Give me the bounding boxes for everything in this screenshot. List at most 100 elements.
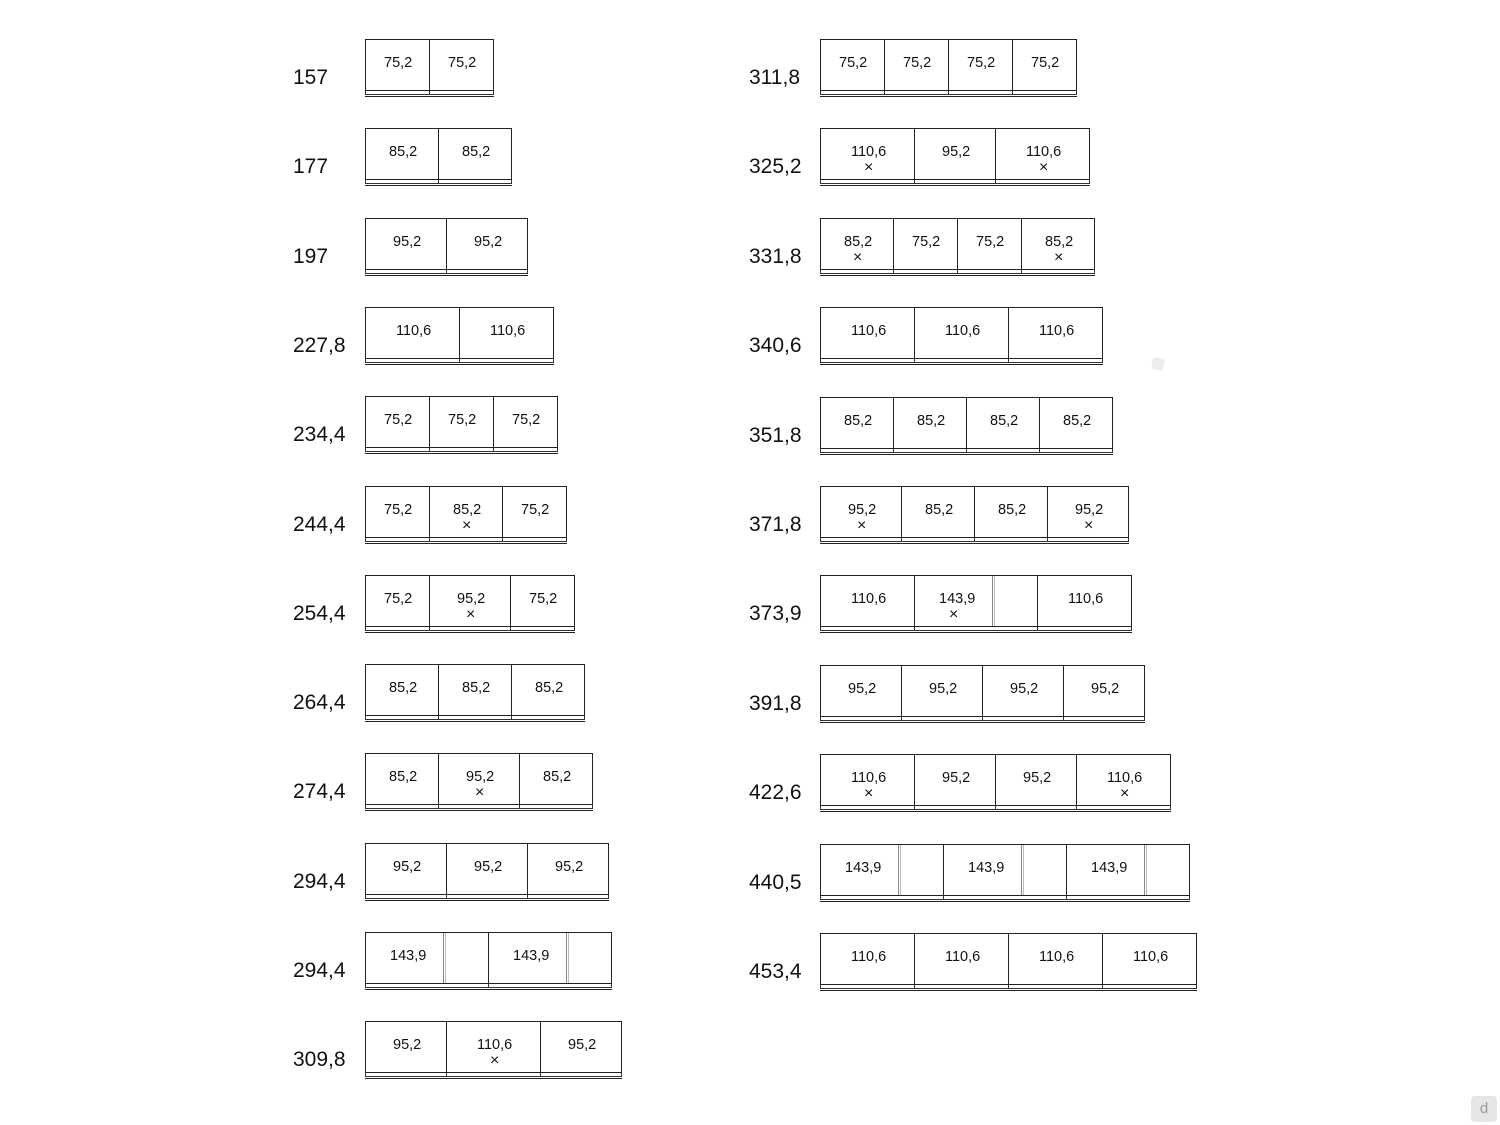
total-width-label: 311,8 (749, 66, 800, 89)
module-width-label: 75,2 (384, 502, 413, 518)
total-width-label: 325,2 (749, 155, 802, 178)
total-width-label: 157 (293, 66, 329, 89)
cabinet-module: 110,6× (820, 754, 915, 810)
module-width-label: 85,2 (998, 502, 1027, 518)
cabinet-module: 85,2 (365, 664, 439, 720)
module-width-label: 75,2 (384, 591, 413, 607)
module-width-label: 85,2 (543, 769, 572, 785)
plinth-base (365, 185, 512, 186)
module-width-label: 110,6 (477, 1037, 513, 1053)
total-width-label: 234,4 (293, 423, 346, 446)
module-width-label: 95,2 (848, 502, 877, 518)
module-width-label: 75,2 (448, 412, 477, 428)
cabinet-module: 143,9 (365, 932, 489, 988)
cabinet-module: 95,2 (446, 843, 528, 899)
cross-mark-icon: × (1120, 785, 1130, 802)
module-width-label: 143,9 (968, 860, 1005, 876)
cross-mark-icon: × (490, 1052, 500, 1069)
module-width-label: 110,6 (1133, 949, 1169, 965)
cabinet-module: 95,2 (982, 665, 1064, 721)
module-width-label: 75,2 (903, 55, 932, 71)
cabinet-module: 95,2 (540, 1021, 622, 1077)
plinth-base (820, 811, 1171, 812)
cabinet-module: 95,2 (365, 1021, 447, 1077)
module-width-label: 85,2 (925, 502, 954, 518)
module-width-label: 85,2 (535, 680, 564, 696)
cabinet-module: 85,2 (365, 753, 439, 809)
plinth-base (365, 275, 528, 276)
module-width-label: 143,9 (1091, 860, 1128, 876)
module-width-label: 85,2 (389, 680, 418, 696)
module-width-label: 110,6 (945, 323, 981, 339)
plinth-base (820, 543, 1129, 544)
sliding-panel-divider (443, 933, 444, 983)
cabinet-module: 95,2 (914, 754, 996, 810)
total-width-label: 177 (293, 155, 329, 178)
cabinet-module: 85,2 (966, 397, 1040, 453)
cross-mark-icon: × (864, 159, 874, 176)
cabinet-module: 85,2 (1039, 397, 1113, 453)
cabinet-module: 85,2 (820, 397, 894, 453)
module-width-label: 110,6 (851, 144, 887, 160)
plinth-base (365, 721, 585, 722)
module-width-label: 95,2 (942, 144, 971, 160)
module-width-label: 95,2 (1075, 502, 1104, 518)
module-width-label: 95,2 (555, 859, 584, 875)
sliding-panel-divider (1144, 845, 1145, 895)
module-width-label: 110,6 (851, 770, 887, 786)
cabinet-module: 75,2 (820, 39, 885, 95)
cabinet-module: 95,2 (1063, 665, 1145, 721)
module-width-label: 95,2 (466, 769, 495, 785)
module-width-label: 110,6 (851, 591, 887, 607)
cabinet-module: 95,2 (820, 665, 902, 721)
total-width-label: 244,4 (293, 513, 346, 536)
plinth-base (820, 185, 1090, 186)
plinth-base (820, 632, 1132, 633)
module-width-label: 85,2 (844, 413, 873, 429)
plinth-base (365, 900, 609, 901)
module-width-label: 110,6 (1026, 144, 1062, 160)
cross-mark-icon: × (462, 517, 472, 534)
total-width-label: 371,8 (749, 513, 802, 536)
module-width-label: 75,2 (529, 591, 558, 607)
cross-mark-icon: × (1039, 159, 1049, 176)
sliding-panel-divider (992, 576, 993, 626)
module-width-label: 75,2 (912, 234, 941, 250)
sliding-panel-divider (1021, 845, 1022, 895)
module-width-label: 95,2 (568, 1037, 597, 1053)
module-width-label: 85,2 (1063, 413, 1092, 429)
module-width-label: 110,6 (1039, 949, 1075, 965)
module-width-label: 75,2 (976, 234, 1005, 250)
cabinet-module: 110,6 (1102, 933, 1197, 989)
module-width-label: 85,2 (453, 502, 482, 518)
cabinet-module: 85,2 (438, 128, 512, 184)
total-width-label: 197 (293, 245, 329, 268)
plinth-base (820, 454, 1113, 455)
total-width-label: 391,8 (749, 692, 802, 715)
module-width-label: 95,2 (1023, 770, 1052, 786)
module-width-label: 143,9 (513, 948, 550, 964)
cabinet-module: 143,9 (488, 932, 612, 988)
cabinet-module: 75,2 (957, 218, 1022, 274)
module-width-label: 110,6 (851, 323, 887, 339)
total-width-label: 351,8 (749, 424, 802, 447)
cabinet-module: 85,2 (901, 486, 975, 542)
plinth-base (365, 453, 558, 454)
total-width-label: 373,9 (749, 602, 802, 625)
total-width-label: 254,4 (293, 602, 346, 625)
cross-mark-icon: × (466, 606, 476, 623)
cross-mark-icon: × (853, 249, 863, 266)
module-width-label: 95,2 (474, 234, 503, 250)
